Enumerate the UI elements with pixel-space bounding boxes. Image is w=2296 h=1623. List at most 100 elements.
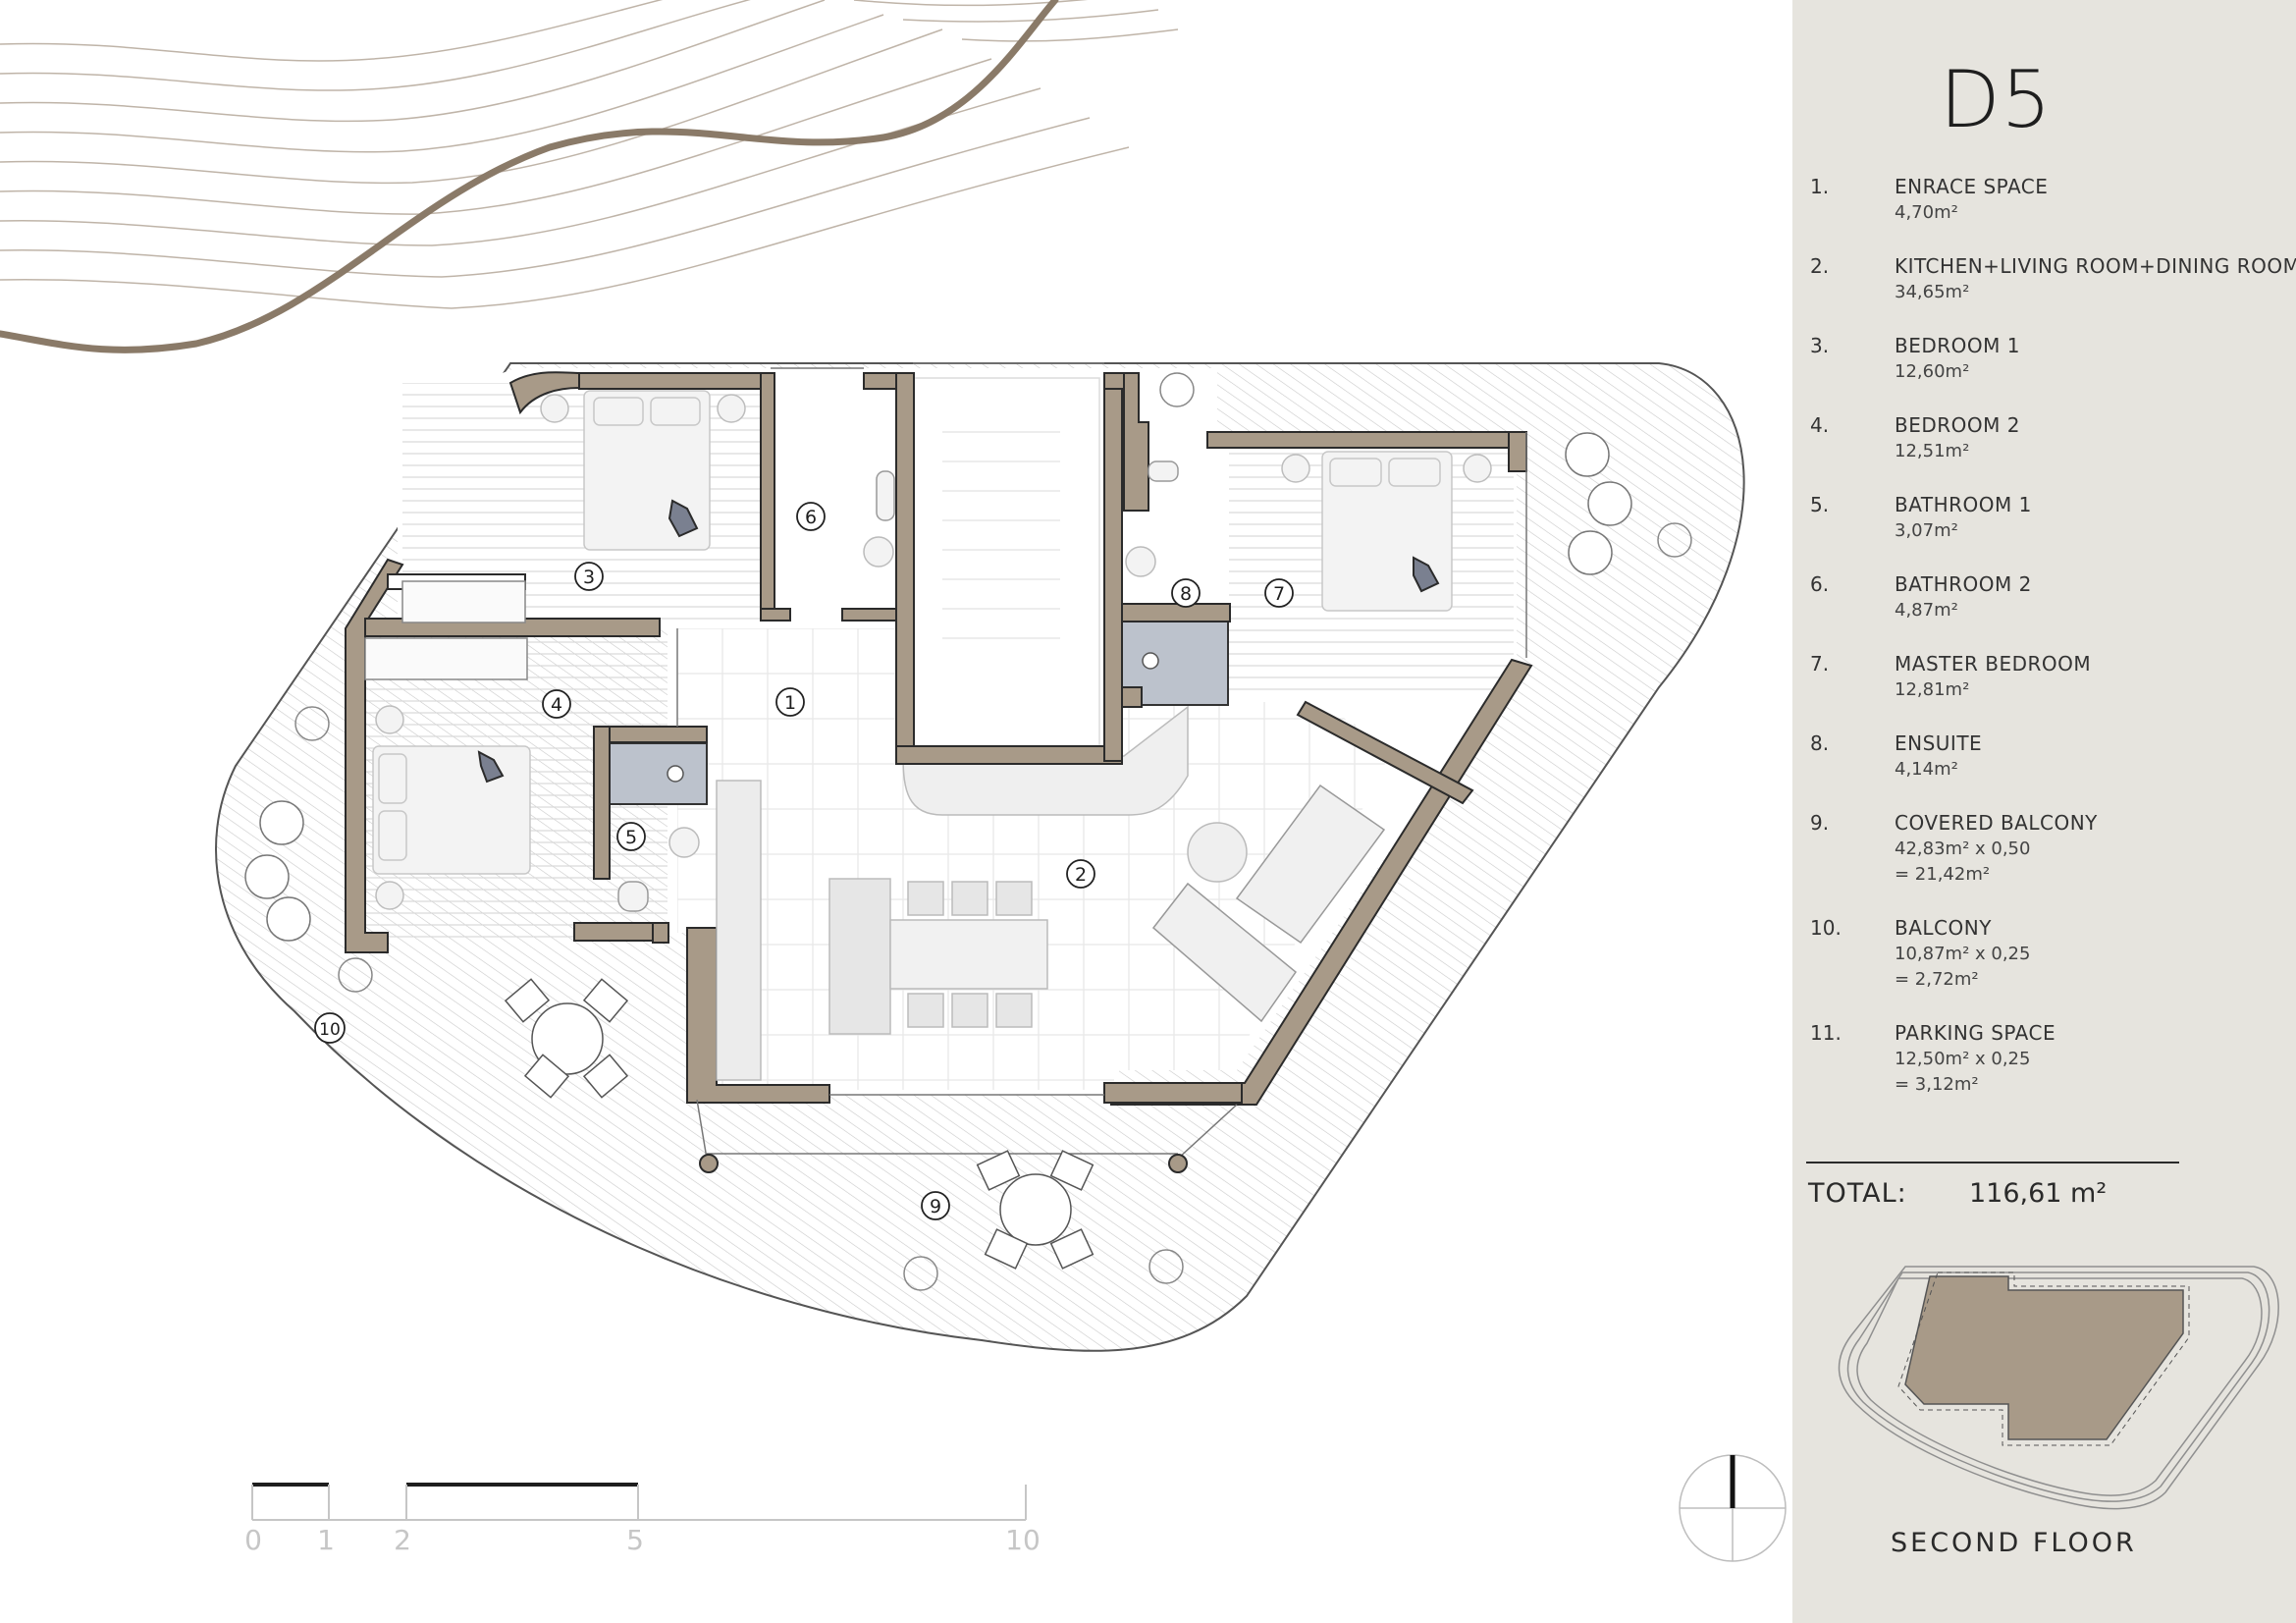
room-tag-2: 2 <box>1066 859 1095 889</box>
basin-1 <box>863 536 894 568</box>
room-area-result: = 2,72m² <box>1895 969 1979 990</box>
room-entry-7: 7. MASTER BEDROOM 12,81m² <box>1810 652 2291 731</box>
svg-text:10: 10 <box>319 1020 341 1040</box>
coffee-table <box>1187 822 1248 883</box>
floor-plan: 1 2 3 4 5 6 7 8 9 10 0 1 2 5 10 <box>0 0 1787 1562</box>
room-entry-9: 9. COVERED BALCONY 42,83m² x 0,50 = 21,4… <box>1810 811 2291 916</box>
room-tag-7: 7 <box>1264 578 1294 608</box>
svg-text:2: 2 <box>1075 864 1087 886</box>
room-entry-11: 11. PARKING SPACE 12,50m² x 0,25 = 3,12m… <box>1810 1021 2291 1126</box>
room-area: 12,50m² x 0,25 <box>1895 1049 2031 1069</box>
shower-icon <box>667 652 1159 783</box>
room-number: 8. <box>1810 731 1830 755</box>
outdoor-dining-icon <box>504 978 1095 1270</box>
room-entry-4: 4. BEDROOM 2 12,51m² <box>1810 413 2291 493</box>
room-area: 4,70m² <box>1895 202 1958 223</box>
room-entry-2: 2. KITCHEN+LIVING ROOM+DINING ROOM 34,65… <box>1810 254 2296 334</box>
room-entry-5: 5. BATHROOM 1 3,07m² <box>1810 493 2291 572</box>
room-name: PARKING SPACE <box>1895 1021 2056 1045</box>
room-number: 9. <box>1810 811 1830 835</box>
north-arrow-icon <box>1679 1454 1787 1562</box>
room-area: 42,83m² x 0,50 <box>1895 839 2031 859</box>
scale-tick-10: 10 <box>1005 1524 1041 1556</box>
room-number: 7. <box>1810 652 1830 676</box>
key-plan <box>1838 1266 2279 1510</box>
room-number: 3. <box>1810 334 1830 357</box>
svg-text:9: 9 <box>930 1196 941 1217</box>
room-area: 4,87m² <box>1895 600 1958 621</box>
terrain-contours <box>0 0 1179 309</box>
room-tag-4: 4 <box>542 689 571 719</box>
room-entry-8: 8. ENSUITE 4,14m² <box>1810 731 2291 811</box>
room-tags: 1 2 3 4 5 6 7 8 9 10 <box>314 502 1294 1220</box>
basin-3 <box>668 827 700 858</box>
room-number: 1. <box>1810 175 1830 198</box>
room-tag-8: 8 <box>1171 578 1201 608</box>
stair-core <box>912 377 1100 747</box>
scale-tick-1: 1 <box>317 1524 335 1556</box>
room-number: 5. <box>1810 493 1830 516</box>
room-area: 12,81m² <box>1895 679 1970 700</box>
wardrobe-1 <box>401 580 526 623</box>
room-tag-5: 5 <box>616 822 646 851</box>
room-name: MASTER BEDROOM <box>1895 652 2092 676</box>
key-plan-unit <box>1904 1275 2184 1440</box>
room-number: 10. <box>1810 916 1842 940</box>
room-list: 1. ENRACE SPACE 4,70m² 2. KITCHEN+LIVING… <box>1810 175 2296 1126</box>
room-area: 10,87m² x 0,25 <box>1895 944 2031 964</box>
room-area: 3,07m² <box>1895 520 1958 541</box>
scale-tick-2: 2 <box>394 1524 411 1556</box>
kitchen-island <box>828 878 891 1035</box>
dining-chairs <box>907 881 1033 1028</box>
basin-2 <box>1125 546 1156 577</box>
room-area: 34,65m² <box>1895 282 1970 302</box>
room-entry-6: 6. BATHROOM 2 4,87m² <box>1810 572 2291 652</box>
toilet-icon <box>617 460 1179 912</box>
info-panel: D5 1. ENRACE SPACE 4,70m² 2. KITCHEN+LIV… <box>1792 0 2296 1623</box>
room-area: 12,51m² <box>1895 441 1970 461</box>
room-area: 12,60m² <box>1895 361 1970 382</box>
room-name: BALCONY <box>1895 916 1992 940</box>
room-name: COVERED BALCONY <box>1895 811 2098 835</box>
room-tag-6: 6 <box>796 502 826 531</box>
svg-text:3: 3 <box>583 567 595 588</box>
wardrobe-2 <box>364 637 528 680</box>
room-name: ENRACE SPACE <box>1895 175 2049 198</box>
walls <box>345 371 1533 1106</box>
room-area: 4,14m² <box>1895 759 1958 780</box>
room-entry-1: 1. ENRACE SPACE 4,70m² <box>1810 175 2291 254</box>
total-label: TOTAL: <box>1808 1178 1907 1209</box>
scale-tick-0: 0 <box>244 1524 262 1556</box>
room-tag-9: 9 <box>921 1191 950 1220</box>
unit-title: D5 <box>1940 54 2053 145</box>
terrain-ridge <box>0 0 1059 353</box>
kitchen-counter <box>716 780 762 1081</box>
room-number: 4. <box>1810 413 1830 437</box>
room-tag-1: 1 <box>775 687 805 717</box>
sofa-icon <box>1151 784 1386 1023</box>
pillow-icon <box>477 499 1440 784</box>
room-number: 2. <box>1810 254 1830 278</box>
shower-1 <box>600 742 708 805</box>
column-right <box>1168 1154 1188 1173</box>
scale-bar: 0 1 2 5 10 <box>244 1483 1041 1556</box>
svg-text:8: 8 <box>1180 583 1192 605</box>
svg-text:7: 7 <box>1273 583 1285 605</box>
lounge-chairs <box>244 432 1632 942</box>
room-entry-3: 3. BEDROOM 1 12,60m² <box>1810 334 2291 413</box>
svg-text:6: 6 <box>805 507 817 528</box>
nightstand-icons <box>375 394 1492 910</box>
total-divider <box>1806 1162 2179 1163</box>
room-name: KITCHEN+LIVING ROOM+DINING ROOM <box>1895 254 2296 278</box>
room-number: 11. <box>1810 1021 1842 1045</box>
room-area-result: = 21,42m² <box>1895 864 1991 885</box>
room-name: ENSUITE <box>1895 731 1983 755</box>
floor-label: SECOND FLOOR <box>1891 1528 2137 1558</box>
room-name: BATHROOM 2 <box>1895 572 2032 596</box>
column-left <box>699 1154 719 1173</box>
scale-tick-5: 5 <box>626 1524 644 1556</box>
room-number: 6. <box>1810 572 1830 596</box>
room-tag-3: 3 <box>574 562 604 591</box>
room-name: BATHROOM 1 <box>1895 493 2032 516</box>
plant-icon <box>294 372 1692 1291</box>
